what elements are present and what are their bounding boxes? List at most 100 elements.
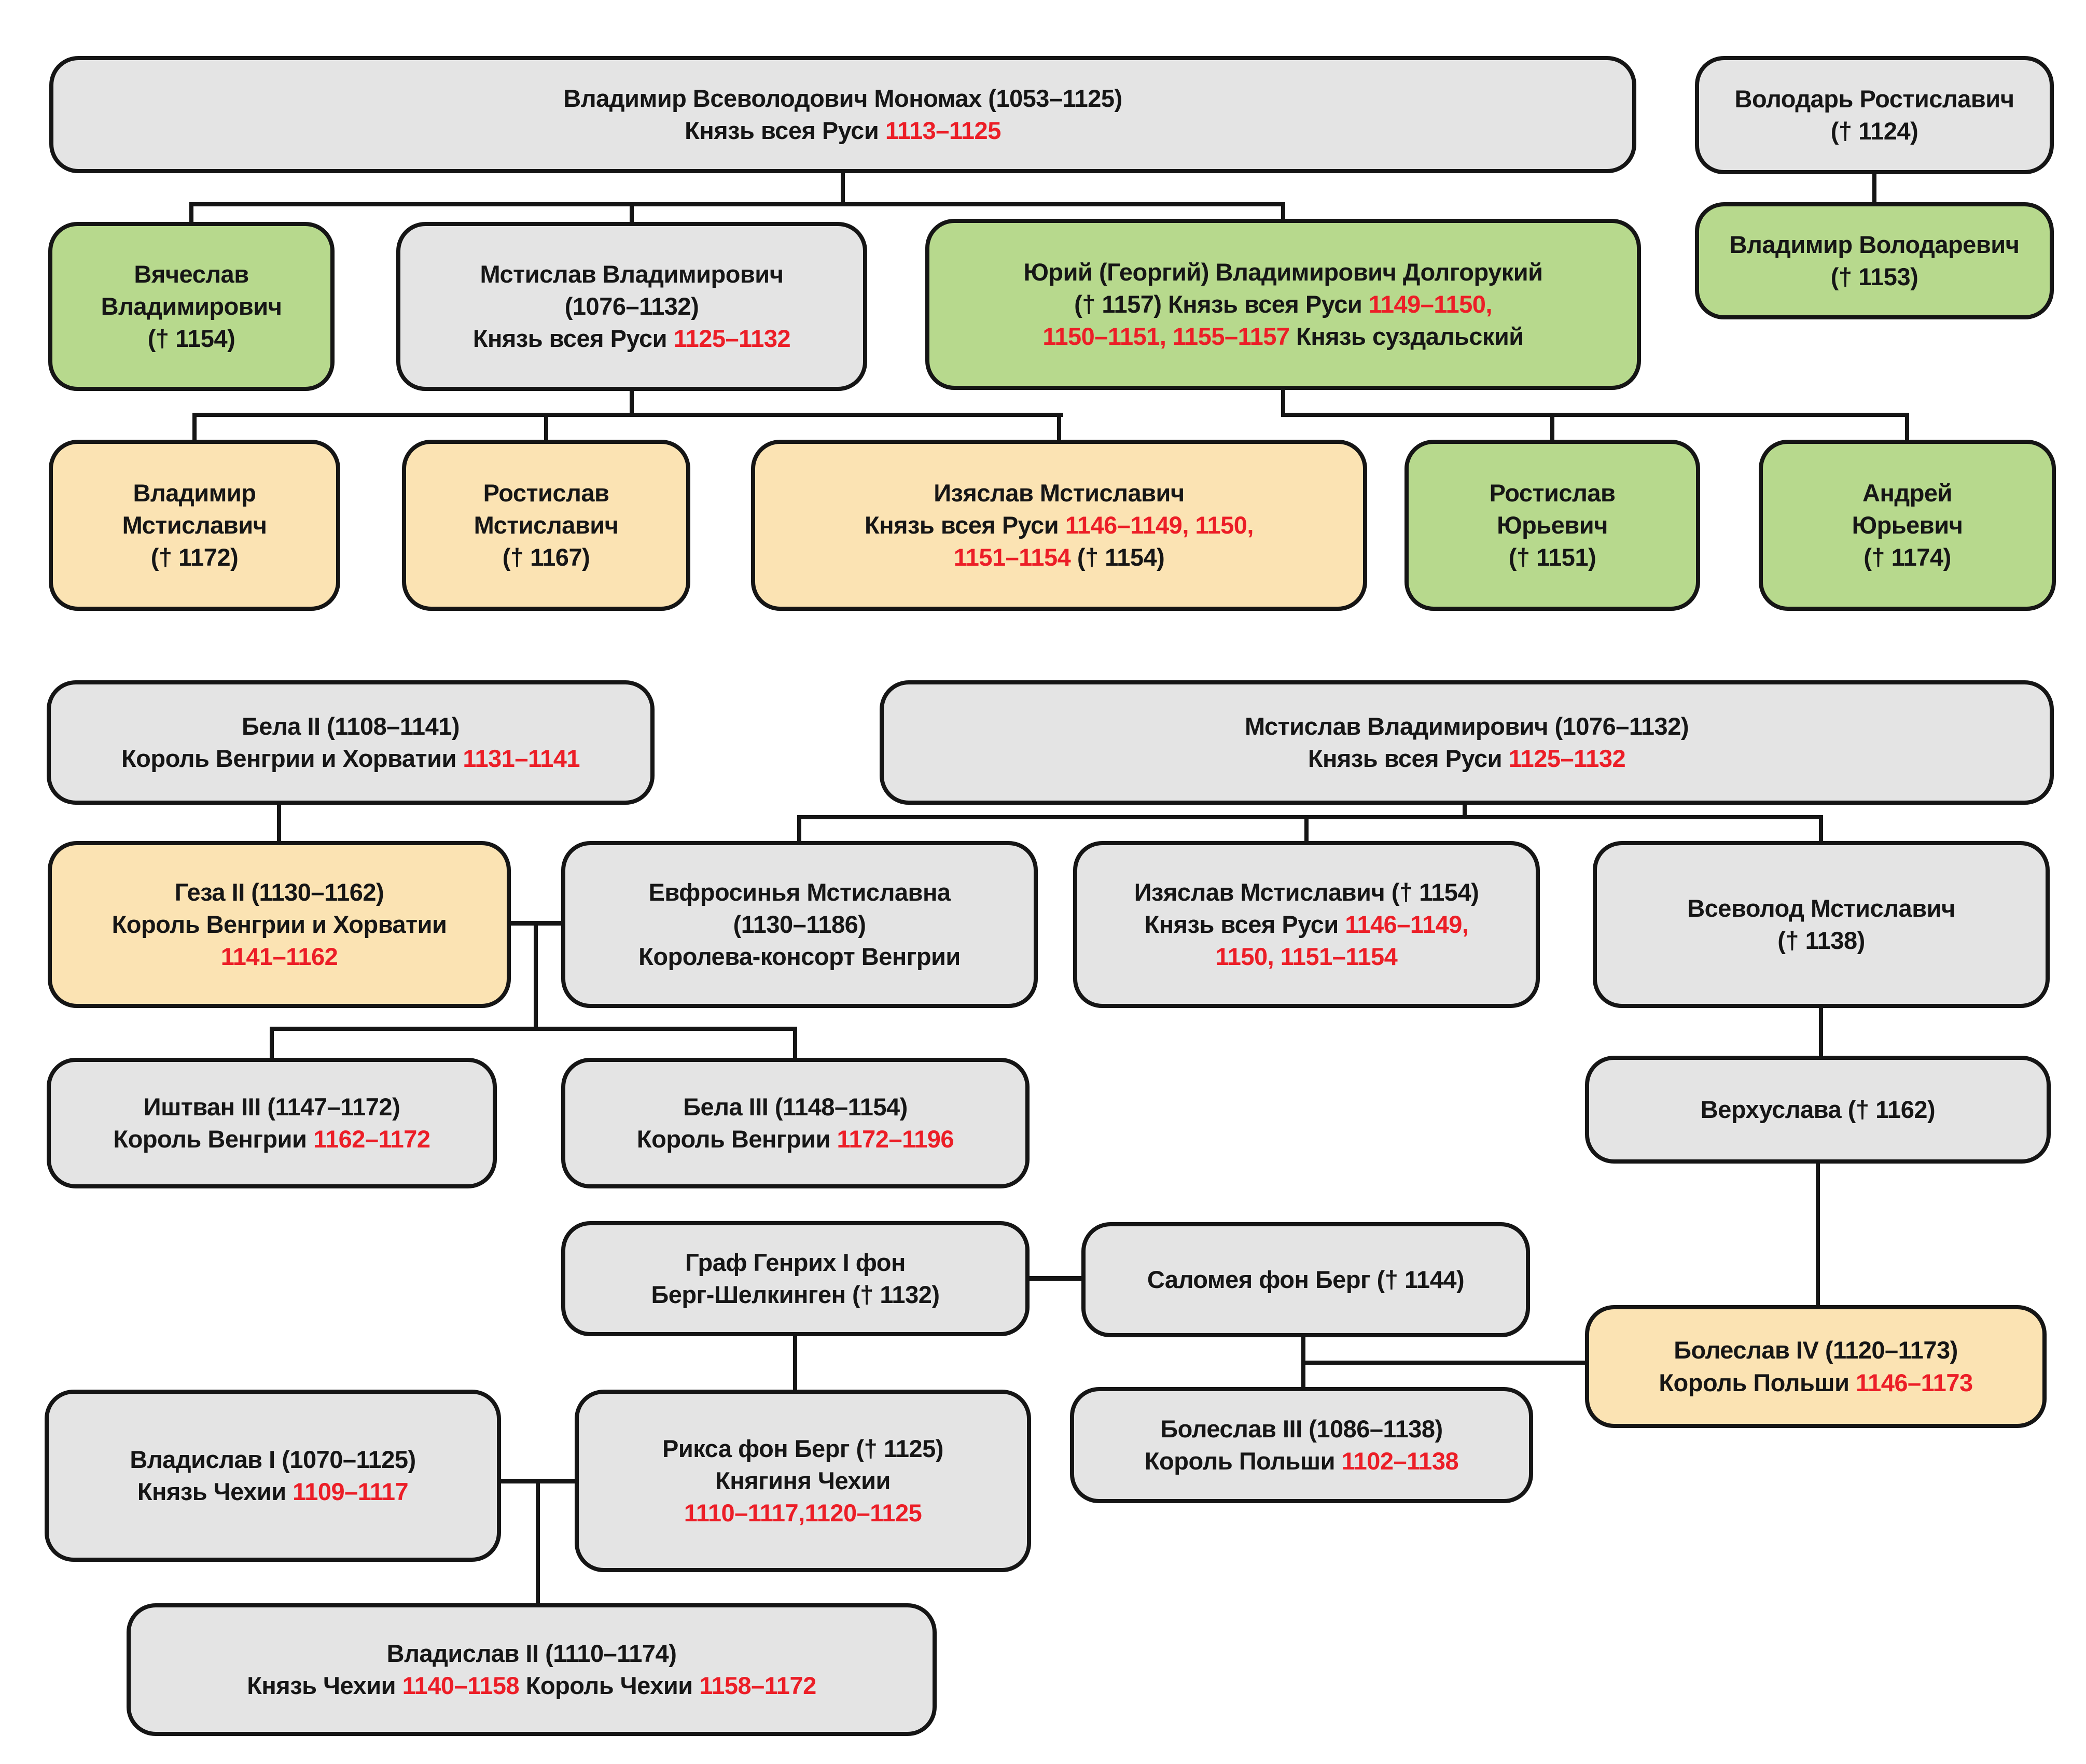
node-text-line: († 1157) Князь всея Руси 1149–1150,: [1074, 288, 1492, 320]
node-text-line: Ростислав: [1490, 477, 1616, 509]
person-text: († 1138): [1777, 927, 1865, 954]
node-text-line: Владимир Володаревич: [1730, 229, 2020, 261]
node-vsevolod-mstislavich: Всеволод Мстиславич(† 1138): [1593, 841, 2050, 1008]
node-geza-2: Геза II (1130–1162) Король Венгрии и Хорв…: [48, 841, 511, 1008]
person-text: Саломея фон Берг († 1144): [1147, 1265, 1465, 1293]
node-text-line: 1151–1154 († 1154): [954, 541, 1165, 573]
person-text: Владимир Всеволодович Мономах (1053–1125…: [563, 84, 1122, 112]
person-text: Князь Чехии: [137, 1478, 293, 1505]
connector-vertical-line: [1819, 819, 1823, 843]
person-text: Королева-консорт Венгрии: [638, 943, 961, 971]
person-text: (1130–1186): [733, 910, 866, 938]
connector-vertical-line: [277, 805, 281, 843]
person-text: († 1154): [1070, 543, 1165, 571]
node-text-line: Король Венгрии и Хорватии: [112, 908, 447, 941]
node-text-line: Князь всея Руси 1125–1132: [473, 323, 791, 355]
connector-vertical-line: [192, 415, 197, 442]
person-text: Король Венгрии и Хорватии: [112, 910, 447, 938]
node-bela-3: Бела III (1148–1154)Король Венгрии 1172–…: [561, 1058, 1030, 1188]
connector-vertical-line: [1550, 415, 1554, 442]
person-text: Верхуслава († 1162): [1700, 1095, 1936, 1123]
person-text: Владимир Володаревич: [1729, 230, 2020, 258]
person-text: Князь всея Руси: [685, 117, 885, 144]
connector-vertical-line: [1281, 204, 1285, 222]
connector-vertical-line: [841, 173, 845, 205]
person-text: Король Венгрии: [113, 1125, 313, 1153]
node-vladimir-volodarevich: Владимир Володаревич († 1153): [1695, 202, 2054, 319]
node-text-line: Вячеслав: [134, 258, 249, 290]
connector-vertical-line: [1819, 1008, 1823, 1057]
person-text: Король Венгрии и Хорватии: [121, 745, 463, 772]
connector-vertical-line: [793, 1336, 797, 1391]
node-mstislav-vladimirovich-1: Мстислав Владимирович(1076–1132)Князь вс…: [396, 222, 867, 391]
connector-vertical-line: [1057, 415, 1061, 442]
person-text: Юрьевич: [1497, 511, 1608, 539]
connector-horizontal-line: [1301, 1361, 1585, 1365]
person-text: Король Польши: [1144, 1447, 1342, 1475]
node-text-line: Король Венгрии 1162–1172: [113, 1123, 430, 1155]
person-text: Болеслав IV (1120–1173): [1674, 1336, 1958, 1364]
reign-dates: 1149–1150,: [1368, 290, 1493, 318]
connector-vertical-line: [534, 923, 538, 1030]
node-text-line: 1110–1117,1120–1125: [684, 1497, 922, 1529]
node-text-line: Евфросинья Мстиславна: [649, 876, 951, 908]
person-text: Владимир: [133, 479, 256, 507]
node-salomeya-von-berg: Саломея фон Берг († 1144): [1081, 1222, 1530, 1337]
person-text: Володарь Ростиславич: [1734, 85, 2014, 113]
person-text: Евфросинья Мстиславна: [648, 878, 951, 906]
node-monomakh: Владимир Всеволодович Мономах (1053–1125…: [49, 56, 1636, 173]
node-text-line: 1150, 1151–1154: [1216, 941, 1398, 973]
node-text-line: (1076–1132): [565, 290, 699, 323]
node-text-line: († 1153): [1831, 261, 1918, 293]
person-text: Граф Генрих I фон: [685, 1248, 906, 1276]
person-text: Ростислав: [1489, 479, 1616, 507]
node-text-line: 1150–1151, 1155–1157 Князь суздальский: [1042, 320, 1524, 353]
node-text-line: († 1151): [1509, 541, 1596, 573]
node-text-line: († 1154): [148, 323, 235, 355]
person-text: Король Чехии: [519, 1672, 700, 1699]
person-text: Князь Чехии: [247, 1672, 402, 1699]
node-boleslav-3: Болеслав III (1086–1138)Король Польши 11…: [1070, 1387, 1533, 1503]
node-text-line: Князь всея Руси 1113–1125: [685, 115, 1001, 147]
node-text-line: Король Польши 1146–1173: [1659, 1367, 1973, 1399]
person-text: Князь всея Руси: [1308, 745, 1509, 772]
person-text: Рикса фон Берг († 1125): [662, 1434, 943, 1462]
node-text-line: Болеслав IV (1120–1173): [1674, 1334, 1958, 1366]
node-ishtvan-3: Иштван III (1147–1172)Король Венгрии 116…: [47, 1058, 497, 1188]
node-text-line: Король Польши 1102–1138: [1144, 1445, 1459, 1477]
node-yuri-dolgoruky: Юрий (Георгий) Владимирович Долгорукий(†…: [925, 219, 1641, 390]
person-text: Владислав I (1070–1125): [130, 1445, 416, 1473]
node-text-line: Король Венгрии и Хорватии 1131–1141: [121, 743, 580, 775]
node-text-line: Юрий (Георгий) Владимирович Долгорукий: [1023, 256, 1543, 288]
node-text-line: Владимирович: [101, 290, 282, 323]
person-text: Юрьевич: [1852, 511, 1963, 539]
reign-dates: 1125–1132: [673, 325, 791, 353]
node-text-line: Юрьевич: [1497, 509, 1608, 541]
person-text: († 1174): [1864, 543, 1951, 571]
node-boleslav-4: Болеслав IV (1120–1173) Король Польши 114…: [1585, 1305, 2047, 1428]
person-text: Король Венгрии: [636, 1125, 837, 1153]
person-text: Геза II (1130–1162): [174, 878, 384, 906]
connector-horizontal-line: [189, 202, 1285, 206]
node-text-line: Геза II (1130–1162): [175, 876, 384, 908]
node-text-line: Владислав II (1110–1174): [387, 1637, 677, 1670]
connector-vertical-line: [1304, 819, 1309, 843]
person-text: Княгиня Чехии: [715, 1466, 891, 1494]
person-text: Ростислав: [483, 479, 609, 507]
person-text: Князь всея Руси: [1144, 910, 1345, 938]
person-text: (1076–1132): [564, 292, 699, 320]
person-text: Владислав II (1110–1174): [386, 1639, 677, 1667]
node-vladislav-2: Владислав II (1110–1174)Князь Чехии 1140…: [127, 1603, 937, 1736]
node-text-line: Верхуслава († 1162): [1700, 1094, 1936, 1126]
person-text: († 1172): [150, 543, 239, 571]
node-text-line: Королева-консорт Венгрии: [638, 941, 961, 973]
node-text-line: Мстислав Владимирович (1076–1132): [1245, 710, 1689, 743]
reign-dates: 1172–1196: [837, 1125, 954, 1153]
node-text-line: Юрьевич: [1852, 509, 1963, 541]
node-text-line: Изяслав Мстиславич († 1154): [1134, 876, 1479, 908]
node-text-line: Князь всея Руси 1146–1149, 1150,: [865, 509, 1254, 541]
reign-dates: 1162–1172: [313, 1125, 430, 1153]
